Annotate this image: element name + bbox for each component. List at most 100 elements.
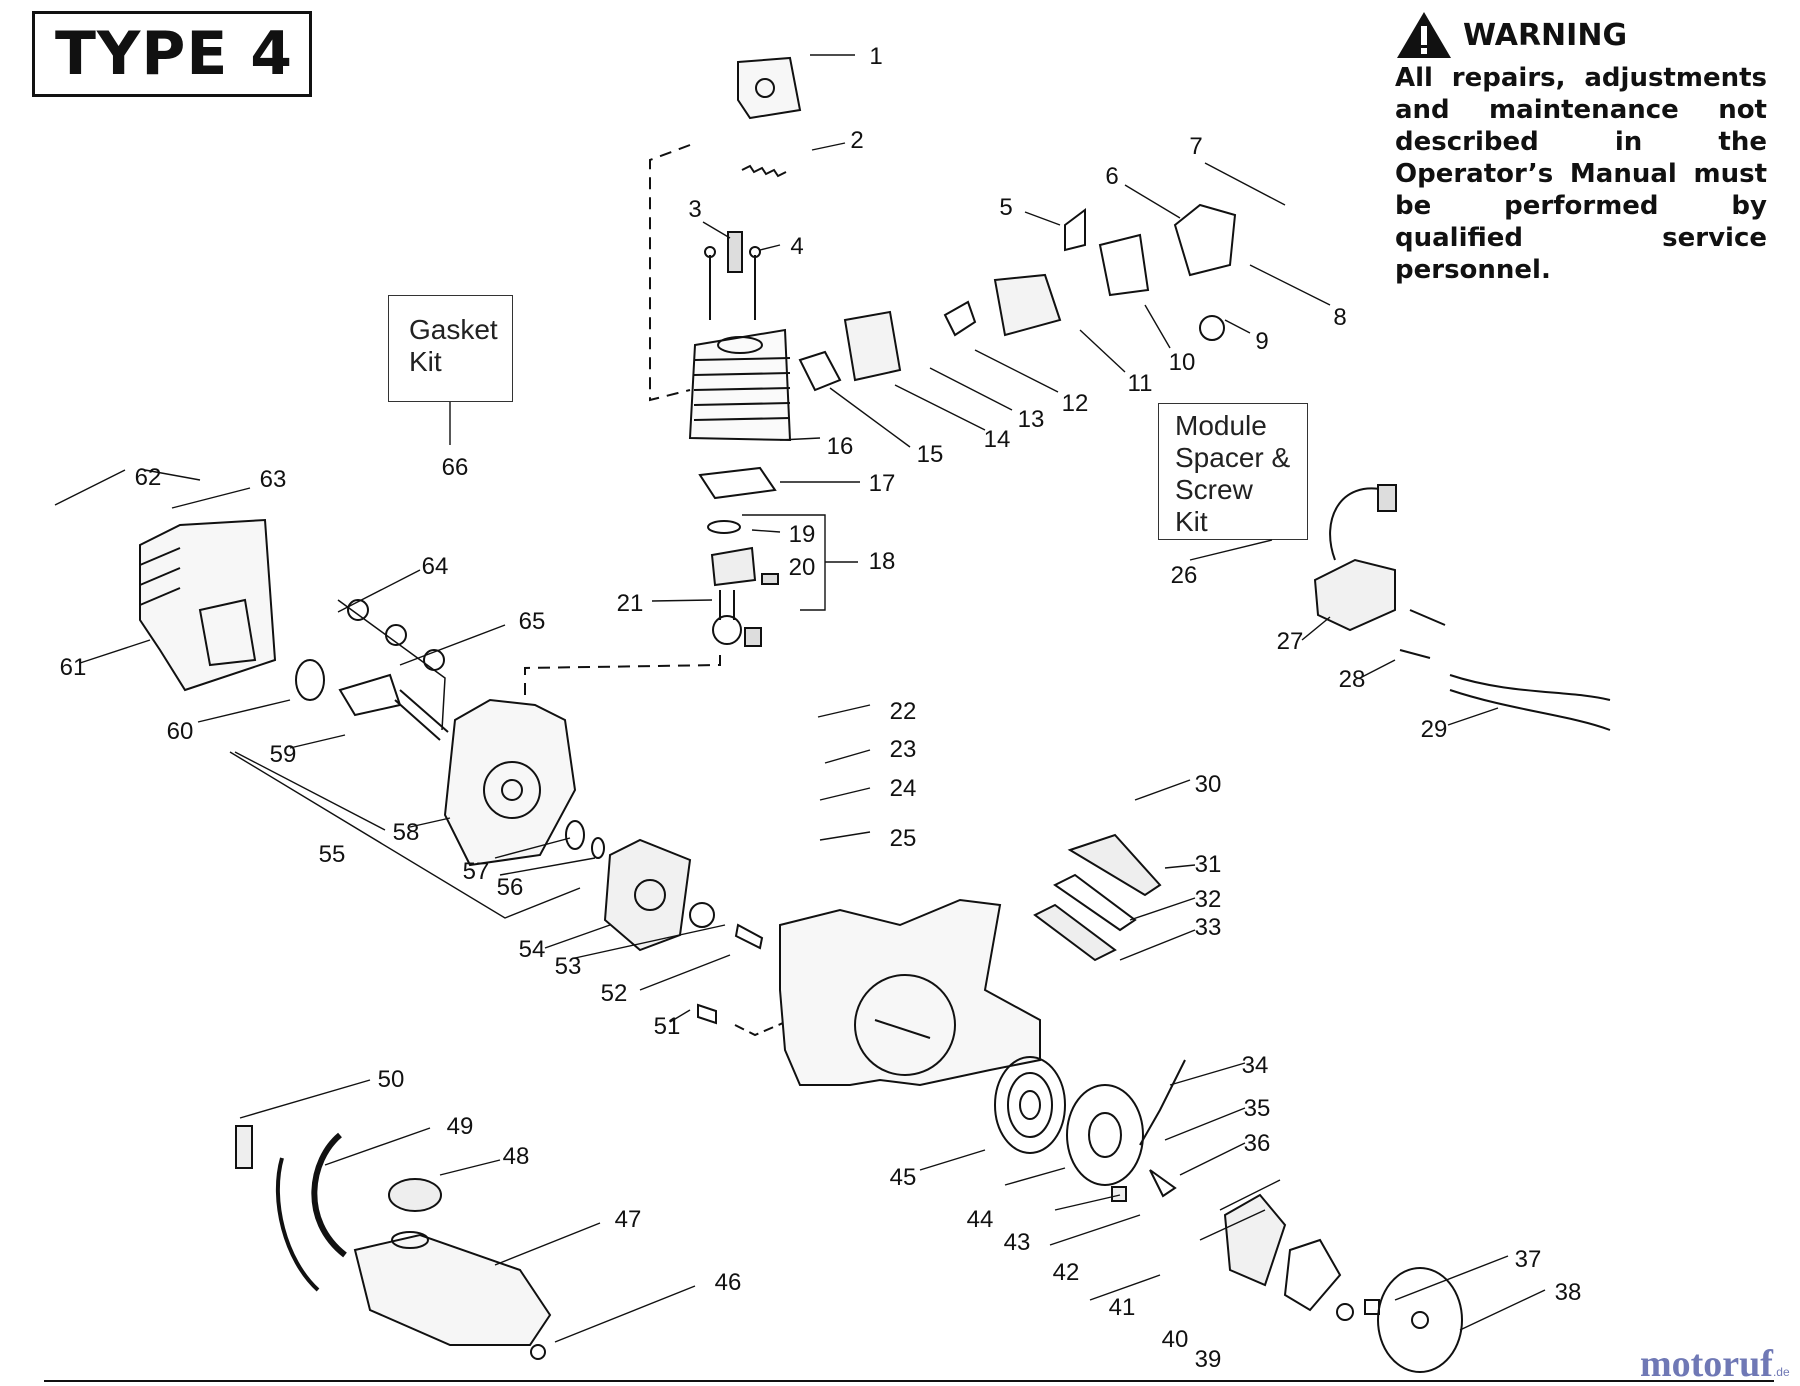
type-label-box: TYPE 4 — [32, 11, 312, 97]
part-11-15-carburetor-stack — [798, 203, 1237, 392]
callout-24: 24 — [889, 775, 917, 802]
callout-27: 27 — [1276, 628, 1304, 655]
part-18-21-piston-assembly — [707, 520, 779, 647]
callout-41: 41 — [1108, 1294, 1136, 1321]
callout-46: 46 — [714, 1269, 742, 1296]
callout-17: 17 — [868, 470, 896, 497]
part-46-50-fuel-tank — [235, 1125, 552, 1360]
part-59-crankshaft — [338, 673, 449, 741]
callout-14: 14 — [983, 426, 1011, 453]
callout-63: 63 — [259, 466, 287, 493]
callout-50: 50 — [377, 1066, 405, 1093]
callout-45: 45 — [889, 1164, 917, 1191]
module-kit-line: Module — [1175, 410, 1267, 441]
part-44-rope-pulley — [1066, 1084, 1144, 1186]
callout-42: 42 — [1052, 1259, 1080, 1286]
warning-text: All repairs, adjustments and maintenance… — [1395, 63, 1767, 285]
callout-66: 66 — [441, 454, 469, 481]
callout-65: 65 — [518, 608, 546, 635]
callout-40: 40 — [1161, 1326, 1189, 1353]
callout-15: 15 — [916, 441, 944, 468]
part-16-cylinder — [688, 328, 792, 442]
callout-20: 20 — [788, 554, 816, 581]
callout-57: 57 — [462, 858, 490, 885]
type-label: TYPE 4 — [55, 19, 293, 89]
dashed-guide-3 — [734, 1019, 791, 1037]
module-kit-line: Kit — [1175, 506, 1208, 537]
brand-watermark: motoruf.de — [1640, 1342, 1790, 1386]
callout-2: 2 — [850, 127, 864, 154]
callout-37: 37 — [1514, 1246, 1542, 1273]
part-61-engine-cover — [139, 518, 277, 692]
callout-38: 38 — [1554, 1279, 1582, 1306]
part-53-washer — [689, 902, 715, 928]
module-kit-line: Spacer & — [1175, 442, 1291, 473]
gasket-kit-line: Gasket — [409, 314, 498, 345]
warning-title: WARNING — [1463, 17, 1628, 53]
callout-32: 32 — [1194, 886, 1222, 913]
callout-35: 35 — [1243, 1095, 1271, 1122]
callout-33: 33 — [1194, 914, 1222, 941]
dashed-guide-2 — [524, 650, 721, 695]
dashed-guide — [649, 144, 691, 402]
callout-12: 12 — [1061, 390, 1089, 417]
callout-13: 13 — [1017, 406, 1045, 433]
part-45-recoil-pulley — [994, 1056, 1066, 1154]
callout-11: 11 — [1127, 370, 1153, 397]
gasket-kit-line: Kit — [409, 346, 442, 377]
callout-9: 9 — [1255, 328, 1269, 355]
callout-56: 56 — [496, 874, 524, 901]
brand-suffix: .de — [1772, 1365, 1790, 1379]
part-57-seal — [565, 820, 585, 850]
part-60-o-ring — [295, 659, 325, 701]
part-51-screw — [697, 1003, 717, 1025]
warning-panel: WARNING All repairs, adjustments and mai… — [1395, 8, 1767, 286]
part-58-crankcase — [443, 698, 577, 867]
callout-48: 48 — [502, 1143, 530, 1170]
callout-36: 36 — [1243, 1130, 1271, 1157]
callout-55: 55 — [318, 841, 346, 868]
callout-5: 5 — [999, 194, 1013, 221]
callout-23: 23 — [889, 736, 917, 763]
callout-7: 7 — [1189, 133, 1203, 160]
callout-3: 3 — [688, 196, 702, 223]
callout-39: 39 — [1194, 1346, 1222, 1373]
callout-26: 26 — [1170, 562, 1198, 589]
part-26-29-ignition-module — [1313, 484, 1611, 731]
callout-22: 22 — [889, 698, 917, 725]
callout-21: 21 — [616, 590, 644, 617]
part-31-33-plates — [1033, 833, 1162, 962]
module-kit-box: Module Spacer & Screw Kit — [1158, 403, 1308, 540]
callout-43: 43 — [1003, 1229, 1031, 1256]
callout-52: 52 — [600, 980, 628, 1007]
callout-25: 25 — [889, 825, 917, 852]
callout-64: 64 — [421, 553, 449, 580]
callout-18: 18 — [868, 548, 896, 575]
part-64-65-bearings — [337, 599, 446, 731]
callout-49: 49 — [446, 1113, 474, 1140]
warning-triangle-icon — [1397, 12, 1451, 58]
callout-8: 8 — [1333, 304, 1347, 331]
leader-lines — [54, 54, 1546, 1343]
part-37-39-clutch-drum — [1336, 1267, 1463, 1373]
callout-1: 1 — [869, 43, 883, 70]
callout-28: 28 — [1338, 666, 1366, 693]
gasket-kit-box: Gasket Kit — [388, 295, 513, 402]
callout-61: 61 — [59, 654, 87, 681]
callout-6: 6 — [1105, 163, 1119, 190]
callout-31: 31 — [1194, 851, 1222, 878]
callout-4: 4 — [790, 233, 804, 260]
brand-name: motoruf — [1640, 1343, 1773, 1385]
callout-47: 47 — [614, 1206, 642, 1233]
bottom-table-edge — [44, 1380, 1774, 1386]
callout-10: 10 — [1168, 349, 1196, 376]
callout-30: 30 — [1194, 771, 1222, 798]
callout-58: 58 — [392, 819, 420, 846]
part-housing — [779, 898, 1041, 1087]
part-54-flywheel — [603, 838, 692, 952]
callout-51: 51 — [653, 1013, 681, 1040]
part-1-shroud — [737, 56, 802, 120]
part-2-spring — [741, 164, 787, 178]
